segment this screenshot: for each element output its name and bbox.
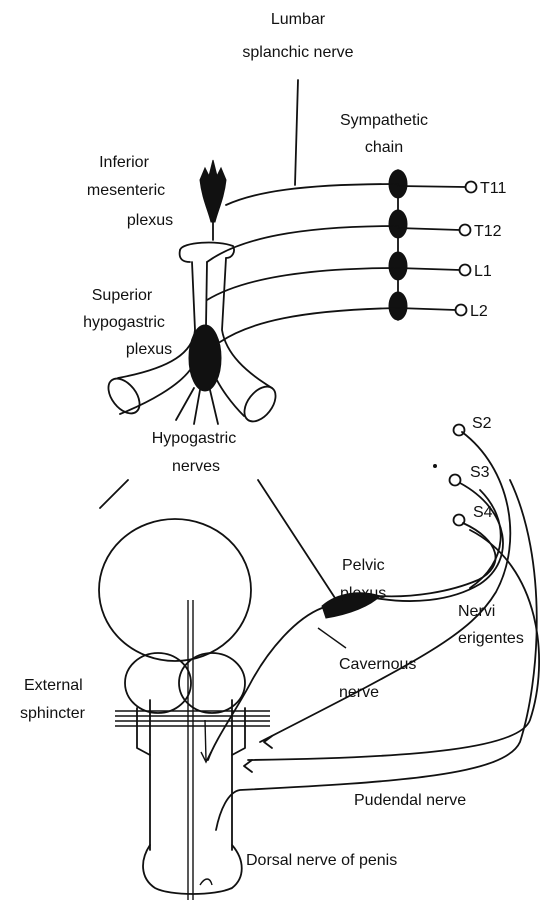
hypogastric-nerves bbox=[100, 480, 335, 598]
label-root-s4: S4 bbox=[473, 504, 493, 521]
label-chain: chain bbox=[365, 139, 403, 156]
label-erigentes: erigentes bbox=[458, 630, 524, 647]
label-hypogastric-nerves-2: nerves bbox=[172, 458, 220, 475]
label-pelvic: Pelvic bbox=[342, 557, 385, 574]
label-dorsal-nerve: Dorsal nerve of penis bbox=[246, 852, 397, 869]
label-mesenteric: mesenteric bbox=[87, 182, 165, 199]
label-sphincter: sphincter bbox=[20, 705, 86, 722]
label-cavernous-nerve: nerve bbox=[339, 684, 379, 701]
label-sympathetic: Sympathetic bbox=[340, 112, 428, 129]
hypogastric-nerve-branches bbox=[176, 388, 218, 424]
label-superior: Superior bbox=[92, 287, 153, 304]
aorta-vessel bbox=[102, 243, 282, 428]
label-root-l2: L2 bbox=[470, 303, 488, 320]
label-splanchic-nerve: splanchic nerve bbox=[242, 44, 353, 61]
label-cavernous: Cavernous bbox=[339, 656, 416, 673]
inferior-mesenteric-ganglion bbox=[200, 160, 226, 240]
label-superior-plexus: plexus bbox=[126, 341, 172, 358]
label-root-t11: T11 bbox=[480, 180, 506, 197]
label-external: External bbox=[24, 677, 83, 694]
label-lumbar: Lumbar bbox=[271, 11, 326, 28]
bladder-and-penis bbox=[99, 519, 251, 900]
label-root-l1: L1 bbox=[474, 263, 492, 280]
label-inferior: Inferior bbox=[99, 154, 149, 171]
label-root-s2: S2 bbox=[472, 415, 492, 432]
label-inferior-plexus: plexus bbox=[127, 212, 173, 229]
sacral-roots bbox=[216, 425, 539, 831]
label-pelvic-plexus: plexus bbox=[340, 585, 386, 602]
label-hypogastric-nerves-1: Hypogastric bbox=[152, 430, 236, 447]
label-root-s3: S3 bbox=[470, 464, 490, 481]
label-nervi: Nervi bbox=[458, 603, 495, 620]
label-hypogastric: hypogastric bbox=[83, 314, 165, 331]
superior-hypogastric-ganglion bbox=[189, 262, 221, 391]
nerve-arrowheads bbox=[244, 736, 272, 772]
label-root-t12: T12 bbox=[474, 223, 502, 240]
cavernous-nerve-path bbox=[208, 608, 346, 760]
sympathetic-chain bbox=[389, 170, 477, 320]
label-pudendal-nerve: Pudendal nerve bbox=[354, 792, 466, 809]
